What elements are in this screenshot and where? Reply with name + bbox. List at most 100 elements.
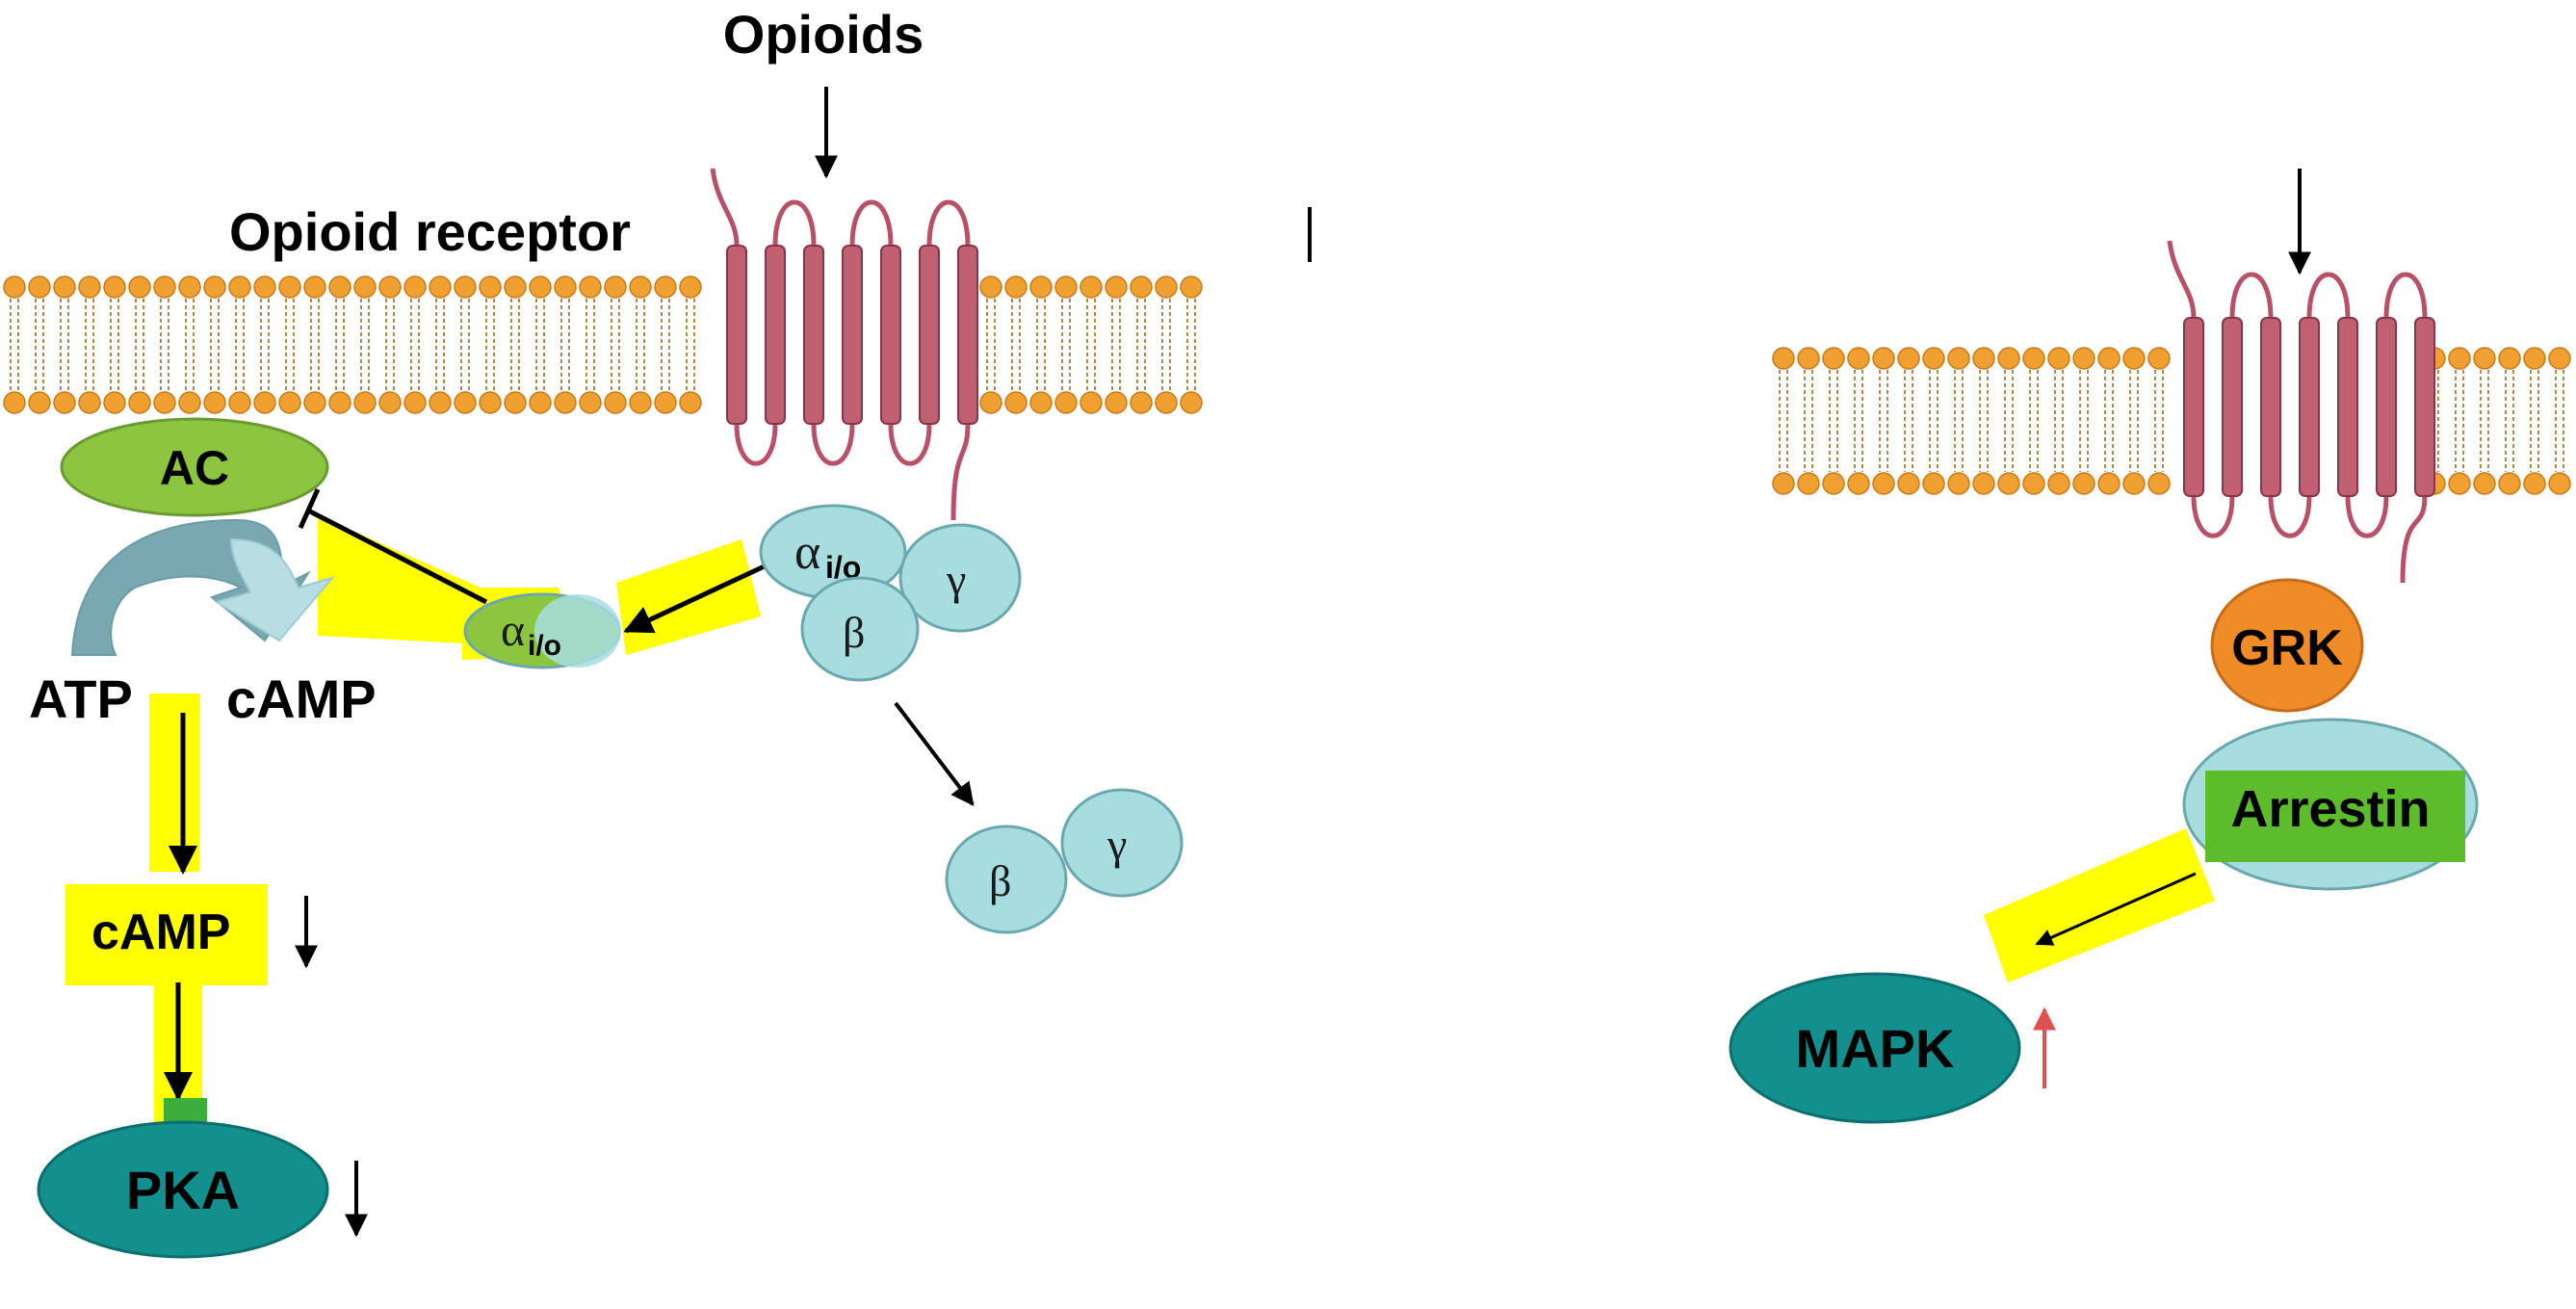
arrestin-to-mapk-arrow — [2035, 872, 2197, 946]
membrane-left-lipid — [28, 275, 51, 414]
receptor-right-helix — [2337, 317, 2358, 497]
membrane-left-lipid — [1105, 275, 1128, 414]
membrane-left-lipid — [253, 275, 276, 414]
membrane-left-lipid — [203, 275, 226, 414]
mapk-node — [1729, 972, 2021, 1124]
membrane-right-lipid — [2097, 347, 2121, 495]
membrane-right-lipid — [2548, 347, 2571, 495]
membrane-left — [3, 275, 1203, 414]
membrane-left-lipid — [529, 275, 552, 414]
membrane-left-lipid — [378, 275, 402, 414]
membrane-left-lipid — [228, 275, 251, 414]
arrestin-label: Arrestin — [2230, 780, 2430, 838]
membrane-left-lipid — [654, 275, 677, 414]
membrane-left-lipid — [53, 275, 76, 414]
membrane-right-lipid — [1847, 347, 1870, 495]
highlights-left — [65, 515, 761, 1127]
membrane-right-lipid — [1997, 347, 2020, 495]
pka-node — [37, 1120, 329, 1259]
membrane-right-lipid — [2047, 347, 2070, 495]
membrane-left-lipid — [78, 275, 101, 414]
membrane-left-lipid — [1155, 275, 1178, 414]
membrane-left-lipid — [328, 275, 351, 414]
membrane-right-lipid — [1797, 347, 1820, 495]
membrane-left-lipid — [1080, 275, 1103, 414]
membrane-left-lipid — [178, 275, 201, 414]
membrane-left-lipid — [604, 275, 627, 414]
membrane-left-lipid — [1004, 275, 1028, 414]
membrane-right-lipid — [1972, 347, 1995, 495]
membrane-right-lipid — [2473, 347, 2496, 495]
membrane-right-lipid — [1772, 347, 1795, 495]
alpha-inhibits-ac-line — [306, 508, 488, 605]
alpha-inhibits-ac-bar — [298, 487, 321, 530]
membrane-left-lipid — [454, 275, 477, 414]
receptor-right-helix — [2376, 317, 2397, 497]
membrane-left-lipid — [303, 275, 326, 414]
membrane-left-lipid — [278, 275, 301, 414]
membrane-left-lipid — [153, 275, 176, 414]
membrane-left-lipid — [3, 275, 26, 414]
atp-camp-conversion-arrowhead — [214, 537, 335, 642]
ac-label: AC — [160, 441, 229, 495]
membrane-left-lipid — [403, 275, 427, 414]
membrane-left-lipid — [1180, 275, 1203, 414]
free-gamma-label: γ — [1106, 820, 1127, 869]
membrane-left-lipid — [629, 275, 652, 414]
membrane-left-lipid — [479, 275, 502, 414]
bound-gamma-subunit — [898, 523, 1022, 633]
membrane-left-lipid — [353, 275, 377, 414]
receptor-left-helix — [880, 245, 901, 425]
bound-alpha-symbol: α — [794, 525, 820, 580]
free-alpha-symbol: α — [501, 605, 525, 656]
membrane-right-lipid — [2072, 347, 2095, 495]
membrane-right-lipid — [1947, 347, 1970, 495]
membrane-left-lipid — [504, 275, 527, 414]
receptor-right-helix — [2299, 317, 2320, 497]
receptor-left-helix — [957, 245, 978, 425]
receptor-left-helix — [726, 245, 747, 425]
membrane-left-lipid — [429, 275, 452, 414]
membrane-right-lipid — [2448, 347, 2471, 495]
bound-beta-subunit — [800, 576, 920, 682]
adenylyl-cyclase — [60, 417, 329, 517]
membrane-left-lipid — [128, 275, 151, 414]
free-beta-subunit — [945, 825, 1068, 934]
membrane-left-lipid — [679, 275, 702, 414]
bound-beta-label: β — [843, 608, 865, 657]
atp-label: ATP — [29, 668, 133, 729]
receptor-right-helix — [2183, 317, 2204, 497]
receptor-left-helix — [919, 245, 940, 425]
camp-label: cAMP — [91, 904, 230, 960]
membrane-right-lipid — [2523, 347, 2546, 495]
mapk-label: MAPK — [1796, 1018, 1955, 1079]
membrane-right — [1772, 347, 2571, 495]
membrane-left-lipid — [979, 275, 1002, 414]
alpha-release-arrow — [623, 561, 772, 634]
pka-label: PKA — [126, 1160, 240, 1220]
beta-gamma-release-arrow — [894, 701, 975, 806]
camp-product-label: cAMP — [226, 668, 377, 729]
arrestin-highlight — [2205, 771, 2465, 862]
free-alpha-subscript: i/o — [528, 630, 561, 662]
receptor-left-helix — [842, 245, 863, 425]
membrane-left-lipid — [1130, 275, 1153, 414]
opioid-receptor-right — [2167, 240, 2435, 584]
receptor-right-helix — [2222, 317, 2243, 497]
grk-node — [2210, 578, 2364, 713]
membrane-right-lipid — [1897, 347, 1920, 495]
membrane-left-lipid — [103, 275, 126, 414]
grk-label: GRK — [2231, 620, 2343, 676]
receptor-right-helix — [2260, 317, 2281, 497]
membrane-right-lipid — [2147, 347, 2171, 495]
membrane-right-lipid — [1872, 347, 1895, 495]
free-beta-label: β — [989, 856, 1011, 905]
membrane-left-lipid — [1054, 275, 1078, 414]
membrane-right-lipid — [1922, 347, 1945, 495]
membrane-left-lipid — [1029, 275, 1053, 414]
membrane-left-lipid — [554, 275, 577, 414]
highlight-right — [1984, 828, 2215, 982]
receptor-left-helix — [765, 245, 786, 425]
free-alpha-subunit-right — [534, 594, 621, 668]
membrane-left-lipid — [579, 275, 602, 414]
